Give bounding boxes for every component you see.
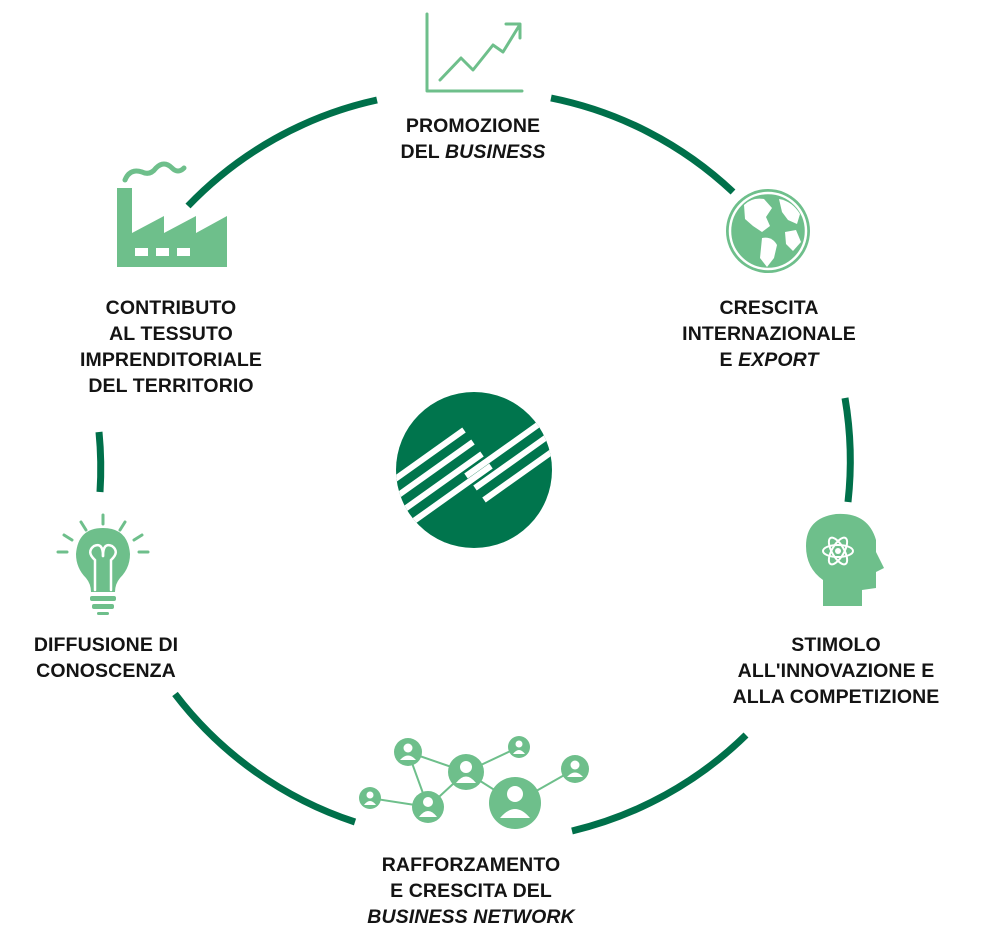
logo-stripe [482, 433, 552, 503]
label-text: E CRESCITA DEL [390, 880, 552, 902]
label-text: RAFFORZAMENTO [381, 854, 561, 876]
lightbulb-icon [56, 513, 150, 615]
person-node [448, 754, 484, 790]
label-line: E CRESCITA DEL [326, 878, 616, 904]
person-node [359, 787, 381, 809]
label-italic-text: EXPORT [738, 349, 819, 371]
ring-arc-territory-business [185, 96, 378, 209]
globe-icon [726, 189, 810, 273]
label-text: DEL TERRITORIO [88, 375, 254, 397]
label-line: E EXPORT [644, 347, 894, 373]
people-network-icon [359, 736, 589, 829]
label-text: CRESCITA [719, 297, 819, 319]
label-text: CONOSCENZA [36, 660, 176, 682]
label-line: CRESCITA [644, 295, 894, 321]
label-line: STIMOLO [700, 632, 972, 658]
person-node [508, 736, 530, 758]
label-text: ALL'INNOVAZIONE E [737, 660, 935, 682]
ring-arc-export-innovation [841, 397, 854, 503]
label-line: RAFFORZAMENTO [326, 852, 616, 878]
center-logo [396, 392, 552, 548]
logo-stripe [400, 451, 484, 514]
label-text: PROMOZIONE [405, 115, 541, 137]
label-line: AL TESSUTO [40, 321, 302, 347]
label-line: DEL TERRITORIO [40, 373, 302, 399]
label-line: BUSINESS NETWORK [326, 904, 616, 930]
label-line: CONOSCENZA [0, 658, 212, 684]
label-text: ALLA COMPETIZIONE [732, 686, 940, 708]
factory-icon [117, 161, 227, 267]
ring-arc-network-knowledge [172, 691, 357, 826]
logo-stripe [396, 439, 475, 502]
logo-stripe [396, 427, 466, 490]
growth-chart-icon [425, 12, 524, 93]
label-line: INTERNAZIONALE [644, 321, 894, 347]
label-line: CONTRIBUTO [40, 295, 302, 321]
label-territory: CONTRIBUTO AL TESSUTO IMPRENDITORIALE DEL T… [40, 295, 302, 399]
label-text: E [719, 349, 739, 371]
label-text: CONTRIBUTO [105, 297, 237, 319]
label-line: IMPRENDITORIALE [40, 347, 302, 373]
person-node [489, 777, 541, 829]
person-node [394, 738, 422, 766]
label-line: DEL BUSINESS [353, 139, 593, 165]
ring-arc-innovation-network [571, 732, 749, 835]
label-italic-text: BUSINESS [444, 141, 546, 163]
person-node [412, 791, 444, 823]
label-text: DIFFUSIONE DI [33, 634, 179, 656]
label-line: ALLA COMPETIZIONE [700, 684, 972, 710]
label-network: RAFFORZAMENTO E CRESCITA DEL BUSINESS NETW… [326, 852, 616, 930]
ring-arc-business-export [550, 94, 736, 195]
label-text: INTERNAZIONALE [682, 323, 856, 345]
label-line: DIFFUSIONE DI [0, 632, 212, 658]
person-node [561, 755, 589, 783]
logo-stripe [409, 463, 493, 526]
label-italic-text: BUSINESS NETWORK [367, 906, 575, 928]
label-line: ALL'INNOVAZIONE E [700, 658, 972, 684]
label-text: AL TESSUTO [109, 323, 233, 345]
label-knowledge: DIFFUSIONE DI CONOSCENZA [0, 632, 212, 684]
head-atom-icon [806, 513, 884, 606]
label-text: DEL [400, 141, 445, 163]
label-text: STIMOLO [791, 634, 881, 656]
label-text: IMPRENDITORIALE [79, 349, 263, 371]
label-line: PROMOZIONE [353, 113, 593, 139]
ring-arc-knowledge-territory [95, 431, 105, 493]
label-innovation: STIMOLO ALL'INNOVAZIONE E ALLA COMPETIZION… [700, 632, 972, 710]
